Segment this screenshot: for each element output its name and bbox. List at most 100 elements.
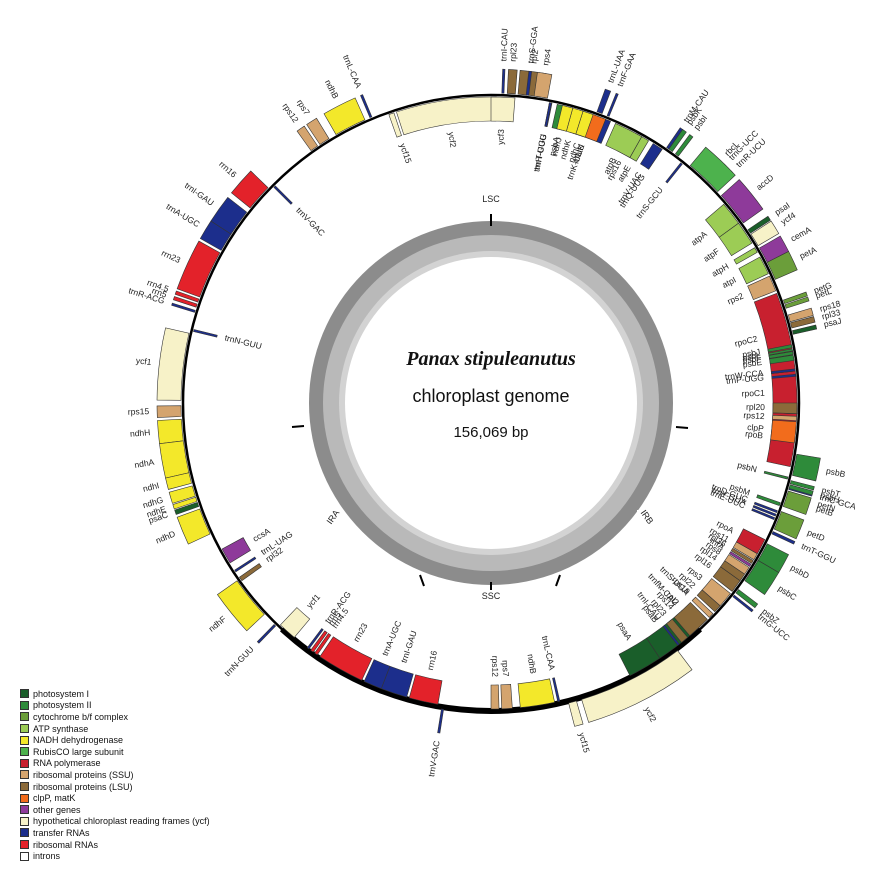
gene-block-psbi-26: [674, 134, 694, 157]
gene-label-rpob-16: rpoB: [745, 428, 764, 440]
gene-block-rbcl-120: [689, 146, 736, 193]
gene-label-rps4-131: rps4: [540, 48, 553, 66]
gene-block-ndhj-129: [556, 105, 574, 132]
gene-block-atph-21: [733, 247, 758, 265]
gene-label-psaj-110: psaJ: [823, 316, 843, 330]
gene-block-ndhb-41: [323, 97, 366, 135]
gene-block-ndhe-59: [172, 496, 198, 510]
gene-block-rpl2-84: [673, 601, 708, 637]
gene-label-trna-ugc-72: trnA-UGC: [380, 619, 404, 657]
gene-label-psbc-7: psbC: [776, 583, 798, 602]
gene-label-rrn23-48: rrn23: [160, 248, 182, 265]
gene-labels-layer: psaApsaBrps14trnfM-CAUtrnS-UGApsbZtrnG-U…: [127, 25, 857, 777]
gene-label-rps12-76: rps12: [490, 656, 500, 678]
gene-block-ycf1-53: [156, 327, 190, 401]
gene-block-ycf2-38: [396, 96, 497, 136]
gene-block-psbn-99: [763, 470, 789, 480]
gene-label-petd-95: petD: [806, 527, 826, 543]
legend-label: photosystem II: [33, 700, 92, 711]
gene-block-trnr-acg-51: [171, 302, 196, 313]
gene-block-atpa-23: [705, 203, 739, 238]
gene-label-atph-21: atpH: [710, 261, 731, 279]
gene-block-rps12-76: [490, 684, 500, 710]
gene-block-psaj-110: [792, 324, 818, 335]
gene-block-rps15-54: [156, 405, 182, 418]
legend-item: ATP synthase: [20, 723, 210, 735]
gene-block-psbd-8: [757, 543, 789, 573]
legend-swatch: [20, 851, 29, 861]
gene-block-trnv-gac-44: [273, 185, 293, 205]
gene-label-ndhh-55: ndhH: [130, 427, 151, 439]
gene-label-rps2-19: rps2: [726, 291, 745, 307]
legend-item: hypothetical chloroplast reading frames …: [20, 816, 210, 828]
gene-label-trnn-guu-52: trnN-GUU: [224, 333, 263, 352]
gene-label-trni-gau-46: trnI-GAU: [183, 180, 216, 208]
gene-label-trnw-cca-105: trnW-CCA: [724, 368, 764, 382]
legend-swatch: [20, 828, 29, 838]
legend-swatch: [20, 735, 29, 745]
gene-block-rps8-90: [724, 554, 750, 575]
legend-item: ribosomal RNAs: [20, 839, 210, 851]
gene-block-rpl33-111: [790, 316, 816, 329]
gene-label-atpa-23: atpA: [689, 229, 709, 248]
gene-label-rrn23-71: rrn23: [351, 621, 370, 643]
gene-block-atpe-123: [629, 136, 650, 162]
gene-label-ndhb-41: ndhB: [323, 78, 341, 101]
gene-block-psbj-109: [767, 344, 793, 353]
gene-label-ndhi-57: ndhI: [142, 480, 160, 494]
gene-block-rps12-43: [296, 125, 319, 152]
gene-block-rrn4.5-70: [314, 633, 332, 656]
gene-block-atpb-124: [605, 123, 643, 158]
gene-block-trnv-uac-122: [640, 143, 663, 170]
region-ticks: [291, 214, 689, 594]
gene-label-accd-119: accD: [754, 172, 775, 192]
gene-label-psba-33: psbA: [547, 135, 561, 157]
legend-item: ribosomal proteins (SSU): [20, 769, 210, 781]
gene-label-trnt-ugu-130: trnT-UGU: [532, 133, 549, 171]
gene-label-trni-gau-73: trnI-GAU: [399, 629, 419, 664]
region-label-ssc: SSC: [482, 591, 501, 601]
gene-label-rps7-77: rps7: [500, 660, 511, 677]
gene-label-rrn16-74: rrn16: [425, 649, 439, 671]
gene-label-rpl2-35: rpl2: [528, 49, 540, 65]
gene-block-rps7-42: [306, 117, 330, 145]
gene-block-ndhb-78: [517, 678, 555, 708]
legend-label: NADH dehydrogenase: [33, 735, 124, 746]
gene-block-trnf-gaa-125: [606, 92, 619, 117]
gene-block-psbz-5: [735, 589, 759, 609]
gene-label-ycf3-133: ycf3: [495, 129, 506, 145]
gene-block-psaa-0: [618, 637, 661, 677]
gene-block-rpoa-94: [736, 528, 766, 555]
gene-block-psai-118: [747, 215, 771, 234]
gene-label-rpoc1-17: rpoC1: [741, 388, 765, 399]
gene-block-trnt-ugu-130: [544, 102, 552, 127]
legend-item: introns: [20, 850, 210, 862]
gene-block-trns-gcu-28: [665, 162, 683, 184]
gene-label-trni-cau-37: trnI-CAU: [498, 28, 509, 61]
gene-block-ndhh-55: [157, 418, 184, 445]
gene-label-rps12-102: rps12: [743, 410, 765, 421]
legend-label: ribosomal RNAs: [33, 839, 99, 850]
gene-block-ycf15-80: [568, 700, 584, 727]
gene-block-rrn5-69: [310, 630, 328, 653]
legend-label: clpP, matK: [33, 793, 76, 804]
gene-block-cema-116: [759, 235, 789, 263]
gene-label-trnt-ggu-9: trnT-GGU: [800, 541, 838, 566]
gene-block-trnl-caa-79: [552, 677, 561, 702]
gene-label-trnl-caa-79: trnL-CAA: [540, 635, 558, 672]
legend-item: clpP, matK: [20, 792, 210, 804]
legend-label: introns: [33, 851, 61, 862]
gene-block-psbt-98: [789, 480, 815, 491]
gene-block-rrn16-74: [408, 674, 443, 705]
gene-block-trna-ugc-47: [199, 220, 232, 251]
gc-content-ring: [309, 221, 673, 585]
legend-item: RNA polymerase: [20, 758, 210, 770]
gene-block-psac-60: [174, 502, 200, 515]
gene-label-trnp-ugg-104: trnP-UGG: [726, 372, 765, 385]
gene-block-rpl20-103: [772, 402, 798, 414]
gene-label-psaa-0: psaA: [616, 620, 635, 642]
gene-block-rrn23-71: [319, 636, 373, 681]
gene-block-petl-113: [784, 296, 810, 309]
gene-label-atpf-22: atpF: [701, 246, 721, 264]
legend-item: photosystem II: [20, 700, 210, 712]
